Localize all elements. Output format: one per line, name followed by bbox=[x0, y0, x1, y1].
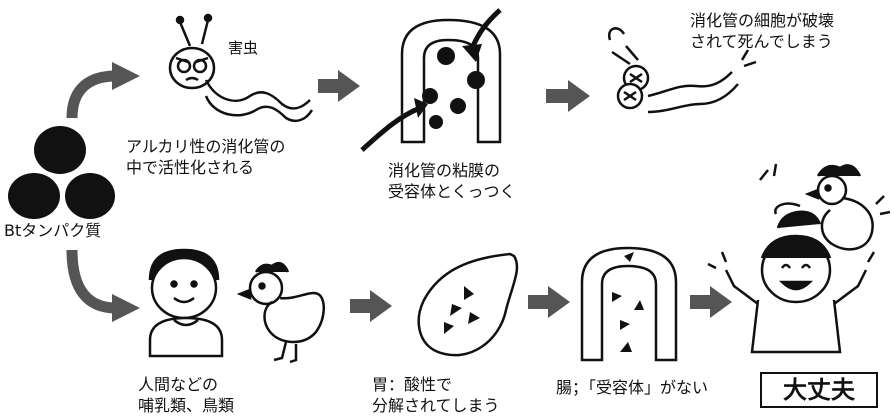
arrow-right-icon bbox=[528, 286, 570, 318]
caterpillar-dead-icon bbox=[607, 27, 757, 114]
intestine-no-receptor-icon bbox=[580, 246, 678, 362]
stomach-icon bbox=[417, 252, 519, 357]
arrow-right-icon bbox=[318, 70, 360, 102]
stomach-label: 胃：酸性で 分解されてしまう bbox=[372, 374, 500, 416]
stomach-label-line2: 分解されてしまう bbox=[372, 396, 500, 415]
happy-child-with-chicken-icon bbox=[707, 163, 891, 354]
activation-label-line1: アルカリ性の消化管の bbox=[126, 137, 286, 156]
cell-destruction-label-line2: されて死んでしまう bbox=[690, 32, 833, 51]
arrow-right-icon bbox=[690, 286, 732, 318]
arrow-right-icon bbox=[350, 290, 392, 322]
intestine-label: 腸；「受容体」がない bbox=[556, 378, 709, 397]
cell-destruction-label: 消化管の細胞が破壊 されて死んでしまう bbox=[690, 10, 834, 52]
receptor-binding-label: 消化管の粘膜の 受容体とくっつく bbox=[388, 160, 516, 202]
safe-label: 大丈夫 bbox=[760, 372, 878, 408]
arrow-right-icon bbox=[546, 80, 590, 112]
curved-arrow-down-icon bbox=[66, 249, 140, 322]
humans-label: 人間などの 哺乳類、鳥類 bbox=[138, 374, 234, 416]
stomach-label-line1: 胃：酸性で bbox=[372, 375, 453, 394]
humans-label-line1: 人間などの bbox=[138, 375, 219, 394]
curved-arrow-up-icon bbox=[66, 62, 140, 119]
child-icon bbox=[148, 248, 224, 358]
bt-protein-ball-icon bbox=[8, 126, 115, 219]
pest-label: 害虫 bbox=[228, 39, 259, 57]
gut-receptor-icon bbox=[360, 8, 502, 152]
chicken-icon bbox=[236, 261, 325, 364]
cell-destruction-label-line1: 消化管の細胞が破壊 bbox=[690, 11, 835, 30]
receptor-binding-label-line1: 消化管の粘膜の bbox=[388, 161, 501, 180]
bt-protein-label: Btタンパク質 bbox=[4, 221, 102, 240]
receptor-binding-label-line2: 受容体とくっつく bbox=[388, 182, 516, 201]
activation-label-line2: 中で活性化される bbox=[126, 158, 255, 177]
humans-label-line2: 哺乳類、鳥類 bbox=[138, 396, 235, 415]
caterpillar-angry-icon bbox=[168, 13, 314, 122]
activation-label: アルカリ性の消化管の 中で活性化される bbox=[126, 136, 285, 178]
